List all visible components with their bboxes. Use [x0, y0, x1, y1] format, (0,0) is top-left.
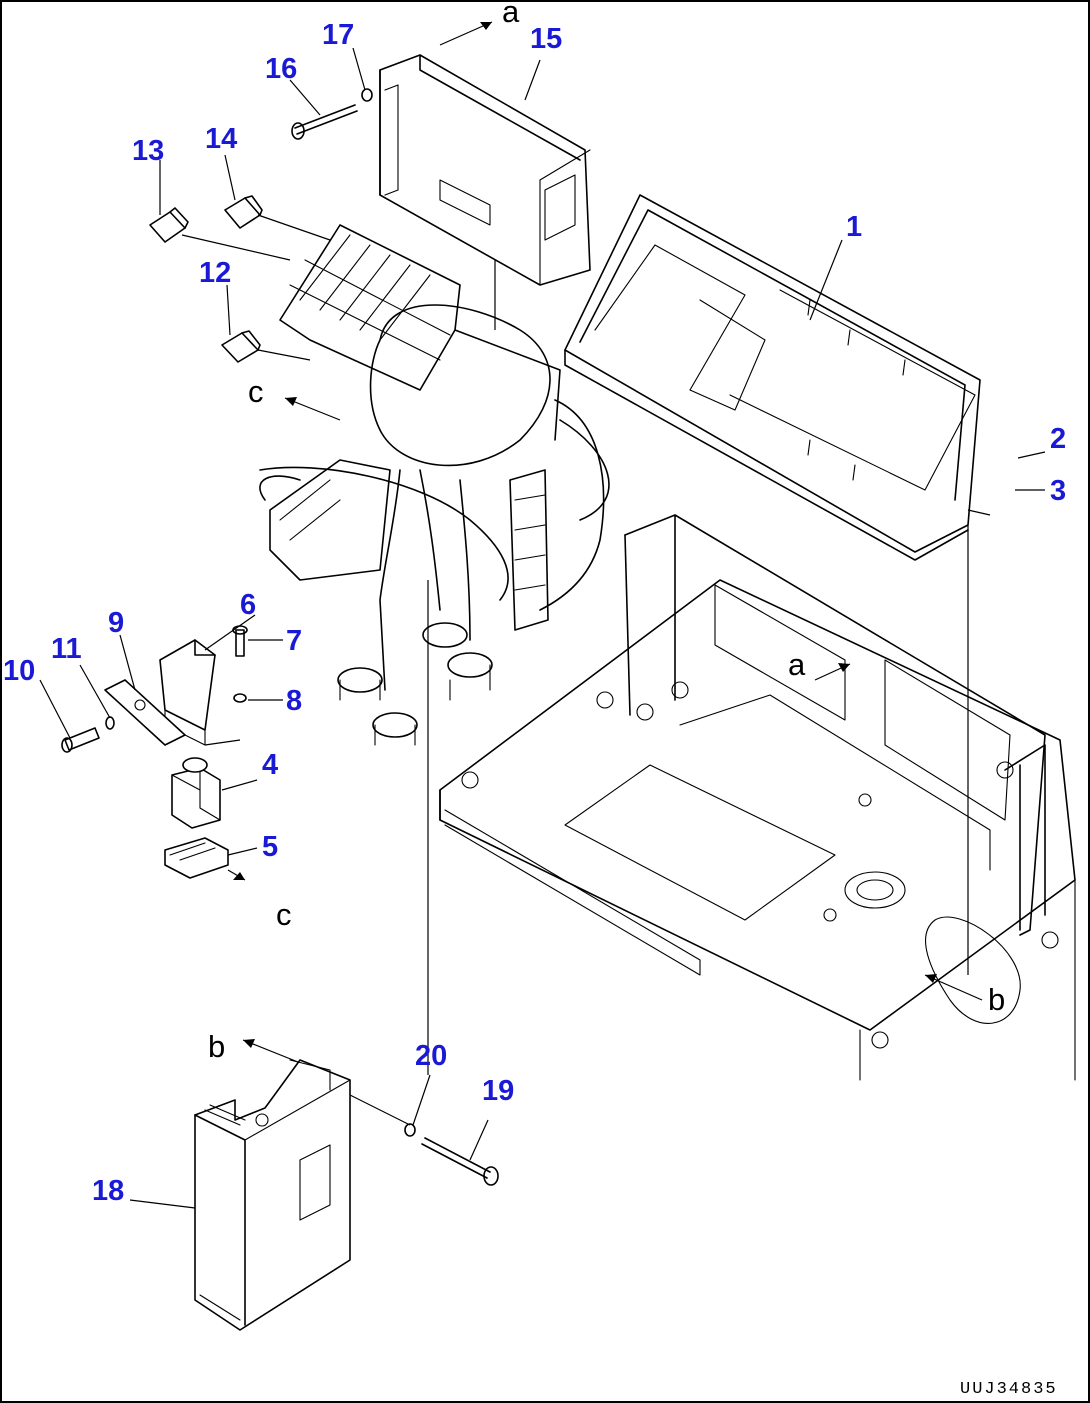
label-part-2: 2 [1050, 423, 1066, 455]
base-frame [439, 509, 1076, 1081]
part-12-connector [221, 330, 311, 363]
label-part-15: 15 [530, 23, 562, 55]
label-part-7: 7 [286, 625, 302, 657]
label-part-10: 10 [3, 655, 35, 687]
part-9-plate [104, 679, 186, 746]
part-16-17-bolt [291, 88, 373, 140]
arrow-a-panel [814, 663, 851, 681]
label-part-13: 13 [132, 135, 164, 167]
ref-c-lower: c [276, 897, 292, 932]
wiring-harness-assembly [259, 224, 610, 1075]
label-part-20: 20 [415, 1040, 447, 1072]
part-1-upper-panel [564, 194, 981, 561]
label-part-9: 9 [108, 607, 124, 639]
label-part-12: 12 [199, 257, 231, 289]
part-5-fuse-block [164, 837, 246, 881]
arrow-b-left [242, 1039, 299, 1063]
part-7-8-bolt [232, 625, 248, 703]
label-part-18: 18 [92, 1175, 124, 1207]
arrow-c-upper [284, 397, 341, 421]
part-13-connector [149, 207, 291, 261]
label-part-3: 3 [1050, 475, 1066, 507]
leader-lines [39, 47, 1046, 1209]
part-14-connector [224, 195, 331, 241]
label-part-11: 11 [51, 633, 82, 665]
diagram-code: UUJ34835 [960, 1380, 1058, 1399]
label-part-16: 16 [265, 53, 297, 85]
label-part-4: 4 [262, 749, 278, 781]
part-4-relay [171, 757, 221, 829]
ref-b-right: b [988, 982, 1005, 1017]
label-part-6: 6 [240, 589, 256, 621]
ref-b-left: b [208, 1029, 225, 1064]
ref-a-panel: a [788, 647, 806, 682]
part-15-controller-box [379, 54, 591, 286]
part-18-controller-box [194, 1059, 351, 1331]
part-19-20-bolt [404, 1123, 499, 1186]
label-part-8: 8 [286, 685, 302, 717]
leader-19-20 [349, 1094, 411, 1126]
ref-c-upper: c [248, 374, 264, 409]
part-6-bracket [159, 639, 241, 746]
label-part-5: 5 [262, 831, 278, 863]
label-part-17: 17 [322, 19, 354, 51]
label-part-19: 19 [482, 1075, 514, 1107]
arrow-b-right [924, 974, 983, 1001]
part-10-11-bolt [61, 716, 115, 753]
ref-a-top: a [502, 0, 520, 29]
label-part-14: 14 [205, 123, 237, 155]
label-part-1: 1 [846, 211, 862, 243]
